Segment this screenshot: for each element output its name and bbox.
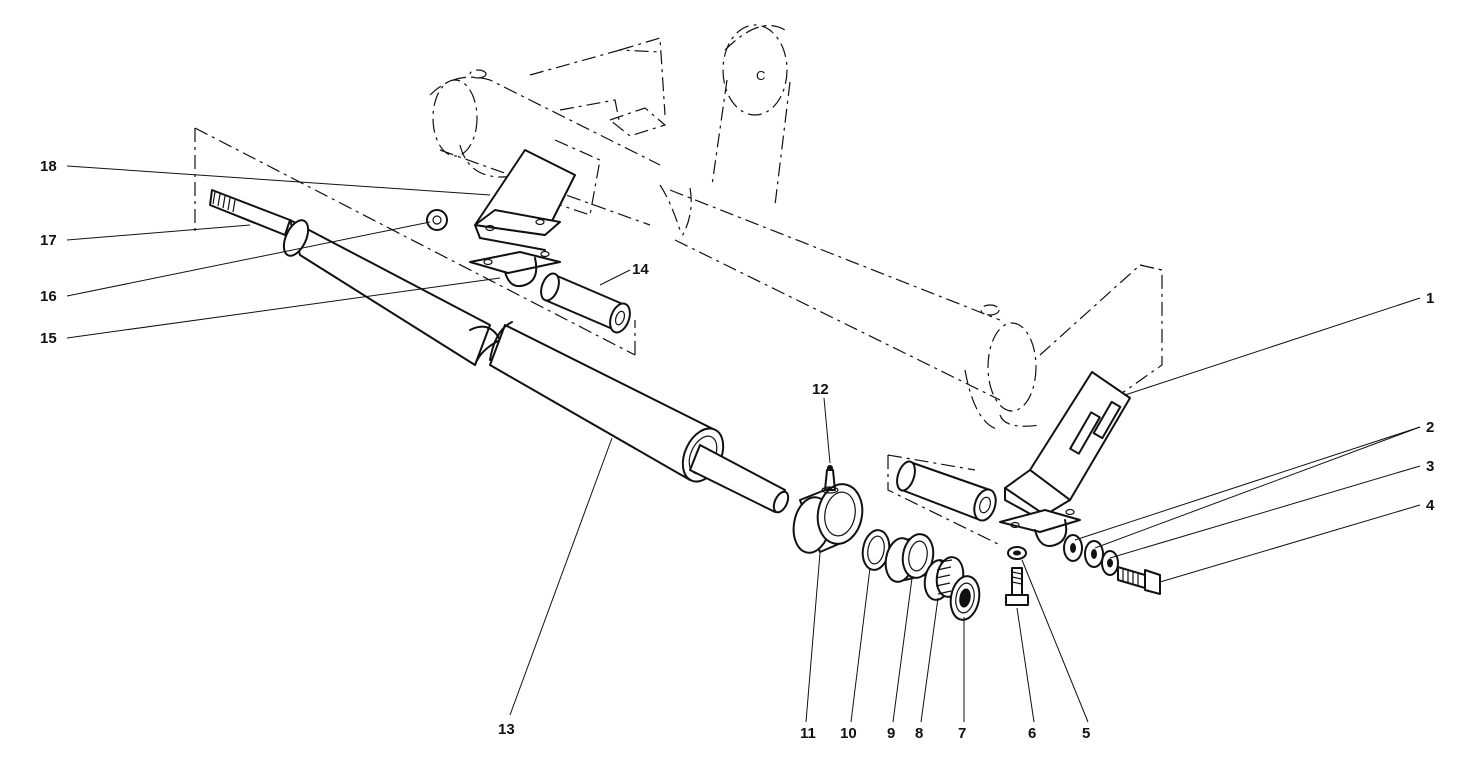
callout-17: 17	[40, 232, 57, 249]
part-11-bearing-housing	[792, 483, 864, 554]
callout-4: 4	[1426, 497, 1435, 514]
part-2-washers	[1063, 534, 1104, 568]
part-9-bearing-cup	[884, 533, 935, 583]
callout-9: 9	[887, 725, 895, 742]
part-14-left-sleeve	[540, 272, 631, 334]
callout-2: 2	[1426, 419, 1434, 436]
callout-11: 11	[800, 725, 816, 742]
callout-5: 5	[1082, 725, 1090, 742]
callout-3: 3	[1426, 458, 1434, 475]
callout-7: 7	[958, 725, 966, 742]
part-4-hex-bolt	[1117, 566, 1161, 595]
callout-12: 12	[812, 381, 829, 398]
callout-8: 8	[915, 725, 923, 742]
part-3-washer	[1101, 550, 1119, 576]
part-right-strap	[999, 508, 1081, 547]
callout-18: 18	[40, 158, 57, 175]
part-16-nut	[426, 209, 448, 231]
callout-labels: 1 2 3 4 5 6 7 8 9 10 11 12 13 14 15 16 1…	[40, 158, 1435, 742]
part-12-grease-fitting	[821, 465, 839, 494]
callout-15: 15	[40, 330, 57, 347]
callout-10: 10	[840, 725, 857, 742]
part-right-sleeve	[896, 460, 997, 522]
callout-14: 14	[632, 261, 649, 278]
callout-13: 13	[498, 721, 515, 738]
part-1-right-bracket	[1004, 371, 1131, 523]
leader-lines	[66, 165, 1421, 723]
part-17-shaft	[209, 189, 291, 236]
part-13-roller-tube	[282, 219, 790, 514]
part-7-seal	[949, 575, 981, 621]
callout-16: 16	[40, 288, 57, 305]
part-5-lock-washer	[1007, 546, 1027, 560]
callout-6: 6	[1028, 725, 1036, 742]
callout-1: 1	[1426, 290, 1434, 307]
frame-phantom	[194, 24, 1163, 546]
part-15-left-strap	[469, 250, 561, 288]
frame-mark: C	[756, 68, 765, 83]
part-18-left-bracket	[474, 139, 601, 251]
part-6-bolt	[1005, 567, 1029, 606]
